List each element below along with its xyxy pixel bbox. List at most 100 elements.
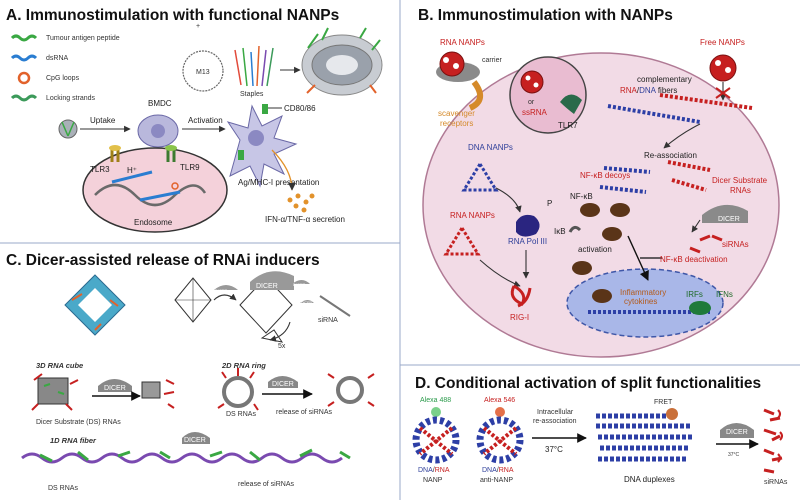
inflammatory-label-1: Inflammatory (620, 288, 666, 297)
alexa-488-dye (431, 407, 441, 417)
c-fiber-dicer-label: DICER (184, 437, 206, 444)
dna-duplexes (596, 413, 692, 462)
activated-dendritic-cell (226, 104, 298, 188)
rna-pol-label: RNA Pol III (508, 237, 547, 246)
inflammatory-label-2: cytokines (624, 297, 657, 306)
c-ds-rnas-label-fiber: DS RNAs (48, 485, 78, 492)
fibers-slash: / (637, 86, 640, 95)
panel-d: D. Conditional activation of split funct… (412, 375, 788, 486)
h-plus-label: H⁺ (127, 166, 137, 175)
alexa-546-label: Alexa 546 (484, 397, 515, 404)
nfkb-icon-2 (610, 203, 630, 217)
c-sirna-fragment (319, 295, 351, 317)
uptake-label: Uptake (90, 116, 116, 125)
staples-icon (234, 45, 274, 87)
tlr3-receptor-icon (109, 145, 121, 162)
c-dicer-arrow-1 (213, 293, 237, 301)
anti-nanp-structure (476, 416, 524, 464)
anti-nanp-dna-word: DNA (482, 467, 497, 474)
rna-pol-iii-icon (516, 214, 540, 237)
bmdc-cell (137, 114, 179, 148)
rig-i-icon (510, 284, 532, 308)
panel-c: C. Dicer-assisted release of RNAi induce… (6, 252, 375, 492)
nanp-slash: / (433, 467, 435, 474)
dicer-substrate-label-2: RNAs (730, 186, 751, 195)
panel-a: A. Immunostimulation with functional NAN… (6, 7, 383, 233)
nfkb-to-nucleus-arrow (627, 235, 649, 281)
legend-dsrna: dsRNA (46, 55, 69, 62)
dna-origami-structure (301, 27, 383, 96)
rna-nanp-carrier-icon (436, 51, 480, 82)
nanp-structure (412, 416, 460, 464)
m13-label: M13 (196, 69, 210, 76)
irfs-label: IRFs (686, 290, 703, 299)
bmdc-label: BMDC (148, 99, 172, 108)
b-p-label: P (547, 199, 552, 208)
panel-b: B. Immunostimulation with NANPs RNA NANP… (418, 7, 780, 358)
fibers-rna-word: RNA (620, 86, 638, 95)
cd80-label: CD80/86 (284, 104, 316, 113)
legend-locking-icon (10, 94, 38, 102)
b-rna-nanps-label: RNA NANPs (440, 38, 485, 47)
sirna-products (763, 408, 783, 474)
cytokine-dots (287, 193, 315, 213)
fibers-dna-word: DNA (639, 86, 657, 95)
endosome-label: Endosome (134, 218, 173, 227)
alexa-488-label: Alexa 488 (420, 397, 451, 404)
reassoc-arrow (663, 123, 701, 149)
tlr7-receptor-icon (560, 94, 582, 114)
nfkb-decoys-label: NF-κB decoys (580, 171, 630, 180)
nfkb-complex-icon (580, 203, 600, 217)
c-fiber-dicer-icon (182, 432, 210, 444)
panel-a-legend: Tumour antigen peptide dsRNA CpG loops L… (10, 34, 120, 102)
blocked-cross-icon (715, 87, 731, 99)
or-label: or (528, 99, 535, 106)
b-endosome (509, 56, 587, 134)
ag-mhc-label: Ag/MHC-I presentation (238, 178, 319, 187)
legend-cpg: CpG loops (46, 75, 80, 82)
legend-peptide-icon (10, 34, 38, 42)
c-fiber-structure (21, 452, 343, 464)
c-dicer-mini-2-label: DICER (293, 282, 306, 287)
c-sirna-label: siRNA (318, 317, 338, 324)
dicer-enzyme-icon (702, 204, 748, 223)
nfkb-cyto-icon (572, 261, 592, 275)
free-nanp-icon (709, 54, 737, 82)
complementary-label: complementary (637, 75, 692, 84)
c-5x-label: 5x (278, 343, 286, 350)
panel-b-title: B. Immunostimulation with NANPs (418, 7, 673, 24)
fibers-label-line: RNA/DNA fibers (620, 86, 677, 95)
b-sirnas-label: siRNAs (722, 240, 749, 249)
complementary-fibers-icon (607, 93, 753, 124)
c-ds-rnas-label-ring: DS RNAs (226, 411, 256, 418)
dna-nanps-label: DNA NANPs (468, 143, 513, 152)
dna-duplexes-label: DNA duplexes (624, 475, 675, 484)
dicer-substrate-strands (667, 160, 711, 192)
octahedron-broken (260, 329, 284, 343)
nfkb-label: NF-κB (570, 192, 593, 201)
c-cube-label: 3D RNA cube (36, 361, 83, 370)
panel-c-title: C. Dicer-assisted release of RNAi induce… (6, 252, 320, 269)
anti-nanp-type-label: DNA/RNA (482, 467, 514, 474)
tlr7-label: TLR7 (558, 121, 578, 130)
anti-nanp-label: anti-NANP (480, 477, 513, 484)
scavenger-label-1: scavenger (438, 109, 475, 118)
fret-label: FRET (654, 399, 673, 406)
c-dicer-mini-2 (292, 280, 310, 284)
d-temp-label: 37°C (545, 445, 563, 454)
carrier-label: carrier (482, 57, 503, 64)
ikb-icon (568, 225, 582, 233)
fibers-word: fibers (658, 86, 678, 95)
tlr3-label: TLR3 (90, 165, 110, 174)
dna-nanp-arrow (495, 187, 522, 213)
octahedron-with-dicer (239, 271, 294, 334)
c-dicer-large-label: DICER (256, 283, 278, 290)
legend-locking: Locking strands (46, 95, 96, 102)
legend-cpg-icon (17, 71, 31, 85)
tlr9-receptor-icon (165, 145, 177, 162)
c-release-fiber-label: release of siRNAs (238, 481, 295, 488)
rna-nanp-to-rigi-arrow (479, 259, 521, 287)
scavenger-label-2: receptors (440, 119, 473, 128)
nanp-label: NANP (423, 477, 443, 484)
